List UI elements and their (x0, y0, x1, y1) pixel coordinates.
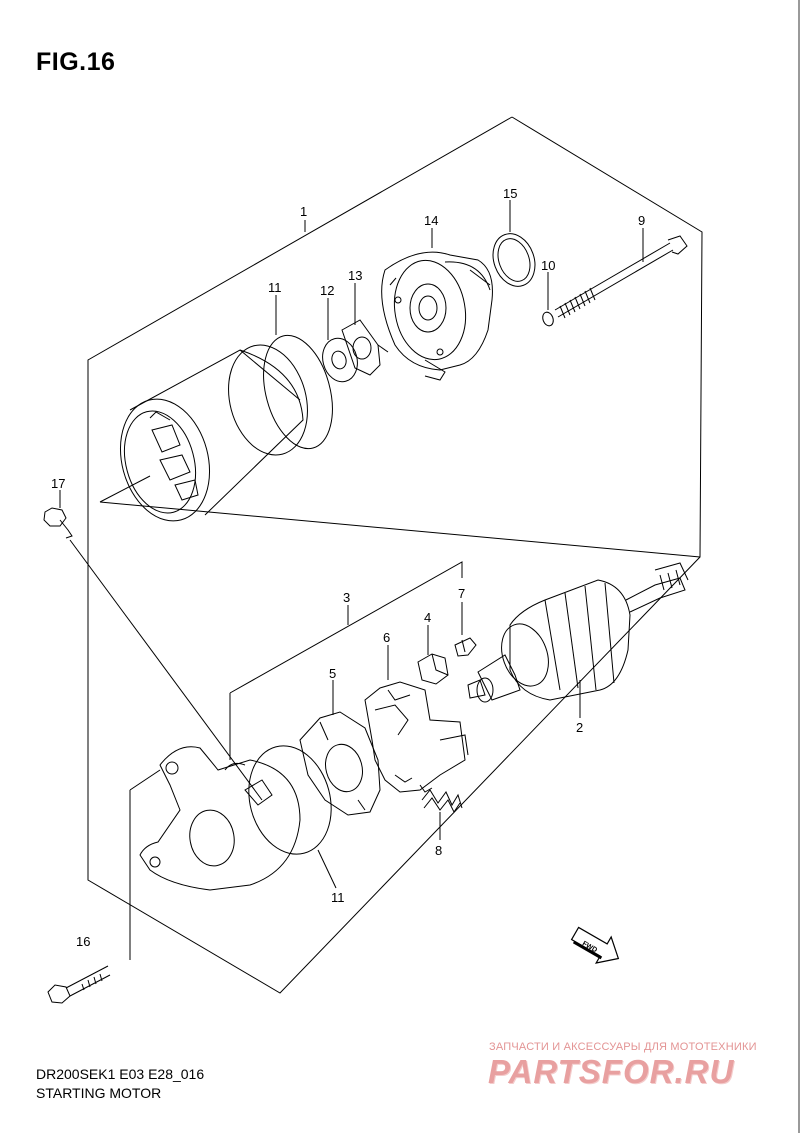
right-frame-border (798, 0, 800, 1133)
part-4-brush (417, 653, 449, 685)
part-motor-yoke (119, 344, 308, 522)
watermark-caption: ЗАПЧАСТИ И АКСЕССУАРЫ ДЛЯ МОТОТЕХНИКИ (489, 1041, 757, 1053)
direction-arrow-icon (570, 926, 620, 964)
part-2-armature (467, 562, 689, 703)
callout-15: 15 (503, 186, 517, 201)
figure-name: STARTING MOTOR (36, 1085, 162, 1101)
callout-2: 2 (576, 720, 583, 735)
callout-13: 13 (348, 268, 362, 283)
callout-3: 3 (343, 590, 350, 605)
watermark-logo: PARTSFOR.RU (488, 1053, 735, 1090)
part-15-o-ring (492, 233, 536, 287)
callout-5: 5 (329, 666, 336, 681)
leader-17 (69, 539, 263, 801)
part-8-spring (421, 789, 463, 813)
assembly-outline-brush-holder (229, 561, 463, 694)
part-front-housing (139, 746, 301, 891)
callout-17: 17 (51, 476, 65, 491)
callout-16: 16 (76, 934, 90, 949)
part-14-end-cover (381, 251, 493, 381)
callout-11-lower: 11 (331, 890, 345, 905)
callout-6: 6 (383, 630, 390, 645)
part-7-screw (454, 637, 477, 657)
part-5-insulator-plate (299, 711, 381, 816)
callout-7: 7 (458, 586, 465, 601)
part-11-o-ring-lower (248, 745, 332, 855)
figure-title: FIG.16 (36, 48, 116, 76)
part-11-o-ring-upper (263, 334, 333, 450)
callout-9: 9 (638, 213, 645, 228)
callout-14: 14 (424, 213, 438, 228)
part-12-washer (322, 337, 358, 383)
callout-10: 10 (541, 258, 555, 273)
callout-11-upper: 11 (268, 280, 282, 295)
part-16-bolt (47, 965, 111, 1004)
callout-12: 12 (320, 283, 334, 298)
callout-8: 8 (435, 843, 442, 858)
callout-1: 1 (300, 204, 307, 219)
part-10-washer (542, 311, 554, 327)
assembly-outline-starting-motor (87, 116, 703, 994)
part-9-through-bolt (554, 235, 688, 319)
callout-4: 4 (424, 610, 431, 625)
part-17-bolt (43, 507, 73, 539)
part-6-brush-holder (364, 681, 469, 793)
model-code: DR200SEK1 E03 E28_016 (36, 1066, 205, 1082)
part-13-thrust-washer (341, 319, 389, 376)
